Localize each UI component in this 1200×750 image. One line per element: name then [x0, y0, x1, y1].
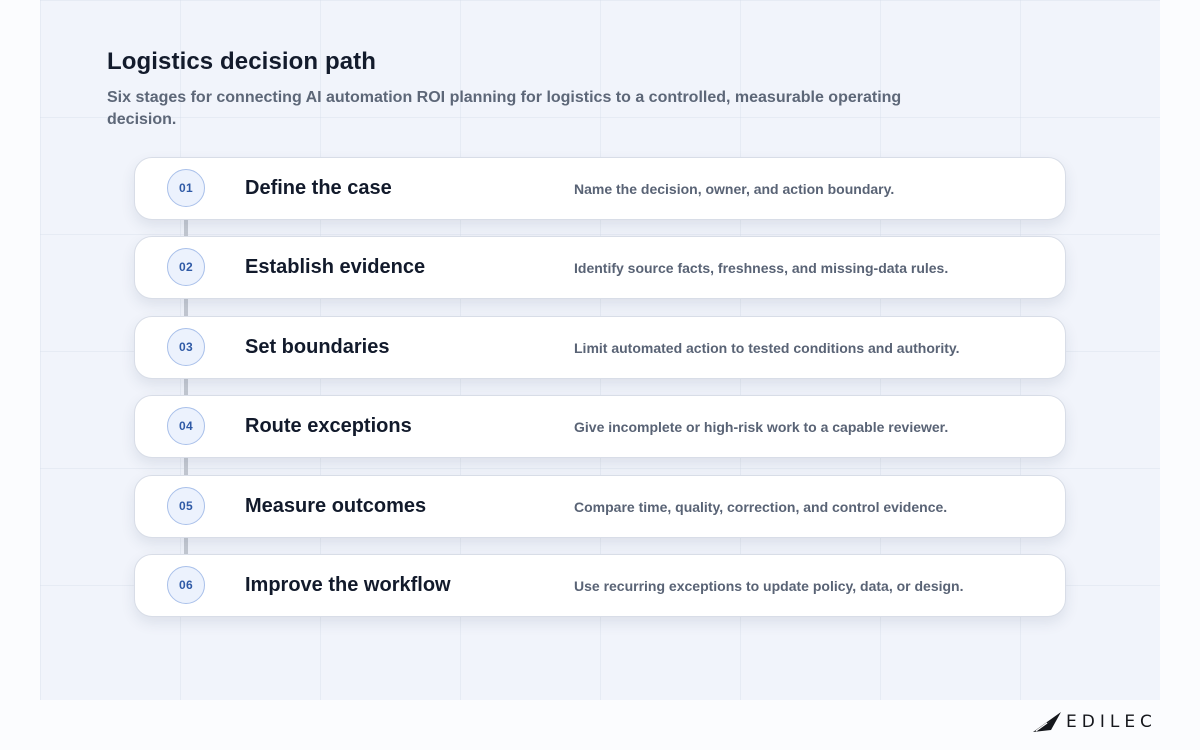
step-number-badge: 05	[167, 487, 205, 525]
step-card-2: 02 Establish evidence Identify source fa…	[134, 236, 1066, 299]
step-card-1: 01 Define the case Name the decision, ow…	[134, 157, 1066, 220]
step-card-3: 03 Set boundaries Limit automated action…	[134, 316, 1066, 379]
step-title: Route exceptions	[245, 415, 412, 437]
step-number-badge: 04	[167, 407, 205, 445]
step-title: Set boundaries	[245, 336, 390, 358]
page-title: Logistics decision path	[107, 48, 377, 75]
brand-name: EDILEC	[1066, 712, 1157, 732]
step-description: Use recurring exceptions to update polic…	[574, 577, 964, 594]
step-number-badge: 03	[167, 328, 205, 366]
step-title: Improve the workflow	[245, 574, 451, 596]
step-number-badge: 06	[167, 566, 205, 604]
step-title: Measure outcomes	[245, 495, 427, 517]
step-title: Establish evidence	[245, 256, 426, 278]
step-description: Compare time, quality, correction, and c…	[574, 498, 948, 515]
step-number-badge: 01	[167, 169, 205, 207]
step-number-badge: 02	[167, 248, 205, 286]
step-connector-line	[184, 190, 188, 590]
step-title: Define the case	[245, 177, 392, 199]
step-description: Give incomplete or high-risk work to a c…	[574, 418, 949, 435]
brand-logo: EDILEC	[1032, 710, 1157, 734]
step-card-5: 05 Measure outcomes Compare time, qualit…	[134, 475, 1066, 538]
page-subtitle: Six stages for connecting AI automation …	[107, 89, 902, 128]
step-description: Name the decision, owner, and action bou…	[574, 180, 895, 197]
step-card-4: 04 Route exceptions Give incomplete or h…	[134, 395, 1066, 458]
step-description: Identify source facts, freshness, and mi…	[574, 259, 949, 276]
paper-plane-icon	[1033, 712, 1061, 732]
step-description: Limit automated action to tested conditi…	[574, 339, 960, 356]
step-card-6: 06 Improve the workflow Use recurring ex…	[134, 554, 1066, 617]
